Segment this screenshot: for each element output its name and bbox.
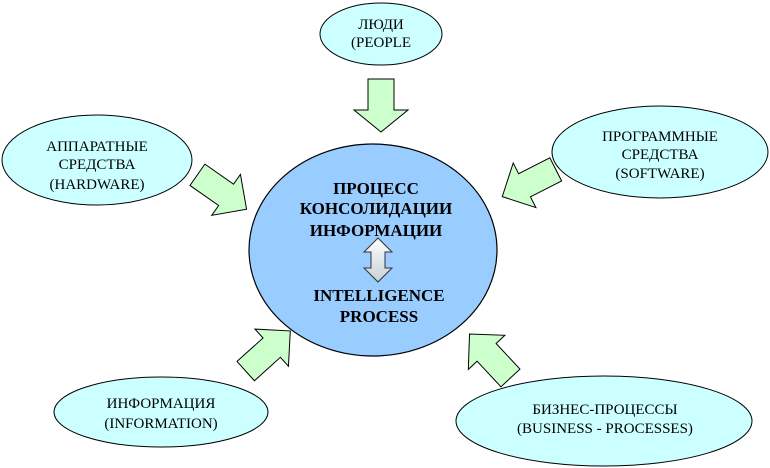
software-ellipse (551, 105, 769, 199)
arrow-people (352, 78, 410, 133)
software-label-3: (SOFTWARE) (615, 166, 704, 182)
arrow-software (501, 157, 563, 209)
information-label-1: ИНФОРМАЦИЯ (107, 396, 216, 412)
information-label-2: (INFORMATION) (104, 416, 217, 432)
information-ellipse (53, 376, 269, 448)
hardware-label-1: АППАРАТНЫЕ (46, 139, 148, 155)
software-label-2: СРЕДСТВА (622, 147, 699, 163)
hardware-label-3: (HARDWARE) (50, 177, 145, 193)
business-label-2: (BUSINESS - PROCESSES) (517, 421, 693, 437)
arrow-hardware (189, 163, 248, 217)
center-line-1: ПРОЦЕСС (333, 179, 419, 198)
arrow-information (236, 328, 291, 382)
hardware-label-2: СРЕДСТВА (59, 157, 136, 173)
center-line-2: КОНСОЛИДАЦИИ (300, 199, 453, 218)
people-ellipse (319, 2, 443, 66)
hardware-ellipse (1, 114, 193, 206)
business-ellipse (455, 375, 753, 467)
center-line-5: PROCESS (340, 307, 418, 326)
business-label-1: БИЗНЕС-ПРОЦЕССЫ (532, 402, 677, 418)
center-line-3: ИНФОРМАЦИИ (310, 221, 443, 240)
center-line-4: INTELLIGENCE (313, 286, 444, 305)
software-label-1: ПРОГРАММНЫЕ (602, 129, 718, 145)
people-label-2: (PEOPLE (351, 35, 411, 51)
center-double-arrow (362, 237, 394, 283)
people-label-1: ЛЮДИ (358, 17, 404, 33)
arrow-business (467, 333, 521, 388)
